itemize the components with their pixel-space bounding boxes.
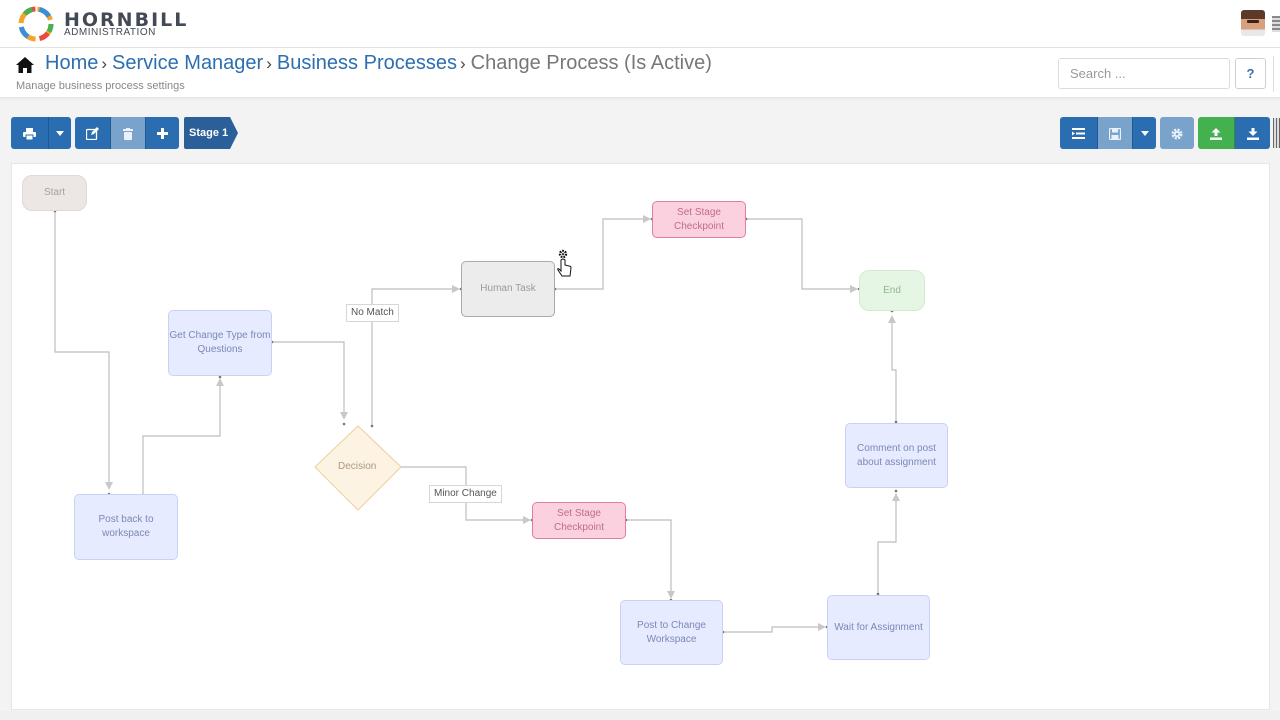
download-button[interactable] bbox=[1235, 117, 1270, 149]
plus-icon bbox=[157, 128, 168, 140]
brand-subtitle: ADMINISTRATION bbox=[64, 27, 156, 38]
edge-label-minor-change[interactable]: Minor Change bbox=[429, 485, 502, 503]
settings-button[interactable] bbox=[1160, 117, 1194, 149]
decision-node-shape[interactable] bbox=[314, 425, 402, 511]
trash-icon bbox=[123, 127, 133, 140]
print-button[interactable] bbox=[11, 117, 48, 149]
print-icon bbox=[23, 127, 36, 141]
upload-icon bbox=[1210, 127, 1222, 140]
list-icon bbox=[1072, 128, 1085, 140]
list-view-button[interactable] bbox=[1060, 117, 1097, 149]
user-avatar[interactable] bbox=[1241, 10, 1265, 36]
node-set-stage-checkpoint-bottom[interactable]: Set Stage Checkpoint bbox=[532, 502, 626, 539]
delete-button[interactable] bbox=[111, 117, 145, 149]
process-designer-canvas[interactable]: Start Get Change Type from Questions Pos… bbox=[11, 163, 1270, 710]
stage-label[interactable]: Stage 1 bbox=[189, 127, 229, 139]
page-subtitle: Manage business process settings bbox=[16, 80, 185, 92]
edit-icon bbox=[85, 127, 99, 141]
caret-down-icon bbox=[56, 131, 64, 137]
node-wait-for-assignment[interactable]: Wait for Assignment bbox=[827, 595, 930, 660]
save-dropdown-button[interactable] bbox=[1133, 117, 1156, 149]
save-button[interactable] bbox=[1098, 117, 1132, 149]
node-post-back-to-workspace[interactable]: Post back to workspace bbox=[74, 494, 178, 560]
node-post-to-change-workspace[interactable]: Post to Change Workspace bbox=[620, 600, 723, 665]
toolbar-divider bbox=[48, 117, 49, 149]
page-header: Home›Service Manager›Business Processes›… bbox=[0, 48, 1280, 98]
brand-name: HORNBILL bbox=[64, 9, 189, 31]
chevron-right-icon: › bbox=[459, 54, 466, 73]
home-icon[interactable] bbox=[15, 56, 35, 74]
node-end[interactable]: End bbox=[859, 270, 925, 311]
breadcrumb-service-manager[interactable]: Service Manager bbox=[112, 52, 264, 74]
toolbar-divider bbox=[110, 117, 111, 149]
caret-down-icon bbox=[1140, 131, 1149, 137]
breadcrumb-home[interactable]: Home bbox=[45, 52, 99, 74]
toolbar-divider bbox=[1132, 117, 1133, 149]
help-button[interactable]: ? bbox=[1235, 58, 1266, 89]
breadcrumb-business-processes[interactable]: Business Processes bbox=[276, 52, 457, 74]
download-icon bbox=[1246, 127, 1259, 140]
print-dropdown-button[interactable] bbox=[49, 117, 71, 149]
flow-connectors bbox=[53, 209, 900, 634]
node-start[interactable]: Start bbox=[22, 175, 87, 211]
breadcrumb-current: Change Process (Is Active) bbox=[470, 52, 712, 74]
node-comment-on-post[interactable]: Comment on post about assignment bbox=[845, 423, 948, 488]
hornbill-logo-icon[interactable] bbox=[16, 4, 56, 44]
chevron-right-icon: › bbox=[266, 54, 272, 73]
node-set-stage-checkpoint-top[interactable]: Set Stage Checkpoint bbox=[652, 201, 746, 238]
add-node-button[interactable] bbox=[146, 117, 179, 149]
gear-icon bbox=[1171, 128, 1183, 140]
hand-cursor-icon bbox=[557, 249, 572, 277]
status-bar bbox=[0, 711, 1280, 720]
panel-toggle-icon[interactable] bbox=[1272, 16, 1280, 32]
edit-button[interactable] bbox=[75, 117, 110, 149]
top-bar: HORNBILL ADMINISTRATION bbox=[0, 0, 1280, 48]
breadcrumb: Home›Service Manager›Business Processes›… bbox=[45, 52, 712, 75]
panel-edge bbox=[1273, 118, 1280, 148]
upload-button[interactable] bbox=[1198, 117, 1234, 149]
header-divider bbox=[1273, 56, 1279, 92]
stage-tab[interactable] bbox=[184, 117, 238, 149]
node-get-change-type[interactable]: Get Change Type from Questions bbox=[168, 310, 272, 376]
toolbar-divider bbox=[1097, 117, 1098, 149]
toolbar-divider bbox=[145, 117, 146, 149]
chevron-right-icon: › bbox=[101, 54, 108, 73]
node-decision-label: Decision bbox=[338, 461, 377, 472]
edge-label-no-match[interactable]: No Match bbox=[346, 304, 399, 322]
node-human-task[interactable]: Human Task bbox=[461, 261, 555, 317]
search-input[interactable] bbox=[1058, 58, 1230, 89]
toolbar-divider bbox=[1234, 117, 1235, 149]
save-icon bbox=[1108, 127, 1122, 140]
